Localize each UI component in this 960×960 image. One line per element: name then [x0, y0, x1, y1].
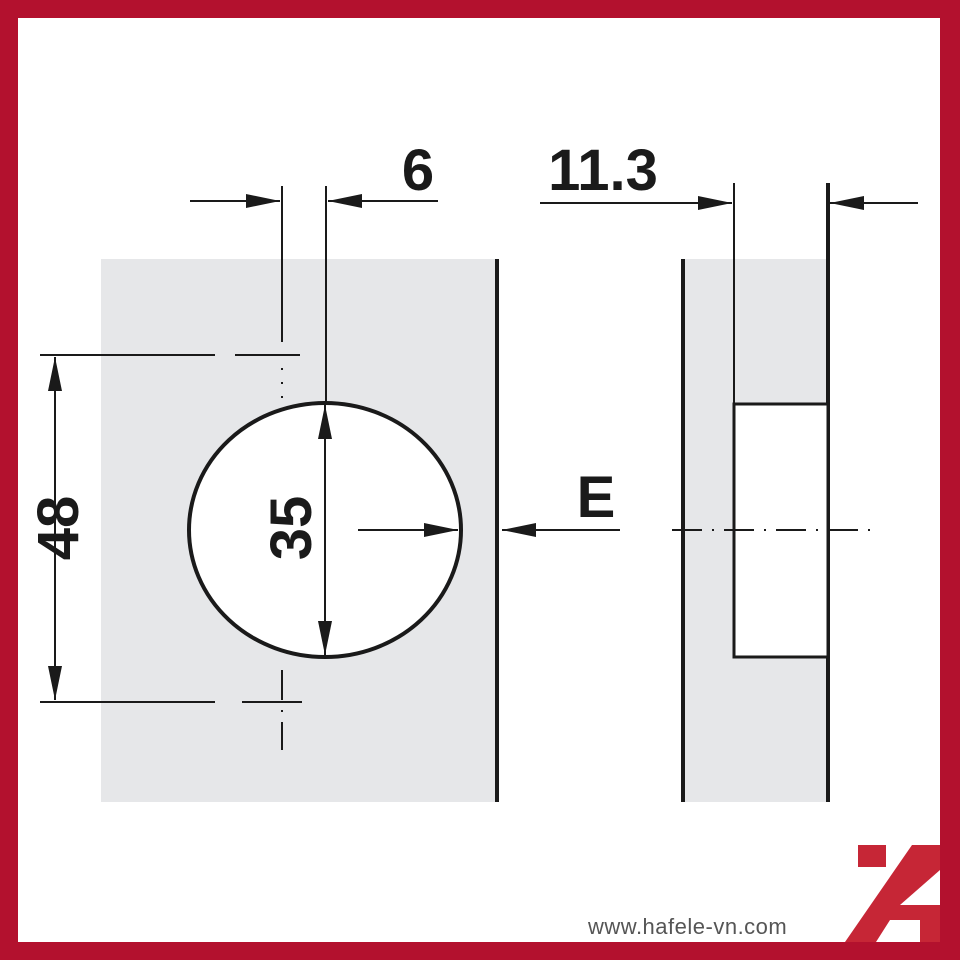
dimension-label-depth: 11.3 [548, 138, 658, 203]
website-url[interactable]: www.hafele-vn.com [588, 914, 788, 939]
hafele-logo [845, 845, 940, 942]
dimension-label-spacing: 48 [26, 496, 91, 561]
dimension-label-offset: 6 [402, 138, 434, 203]
dimension-label-diameter: 35 [259, 496, 324, 561]
dimension-label-edge: E [577, 465, 616, 530]
